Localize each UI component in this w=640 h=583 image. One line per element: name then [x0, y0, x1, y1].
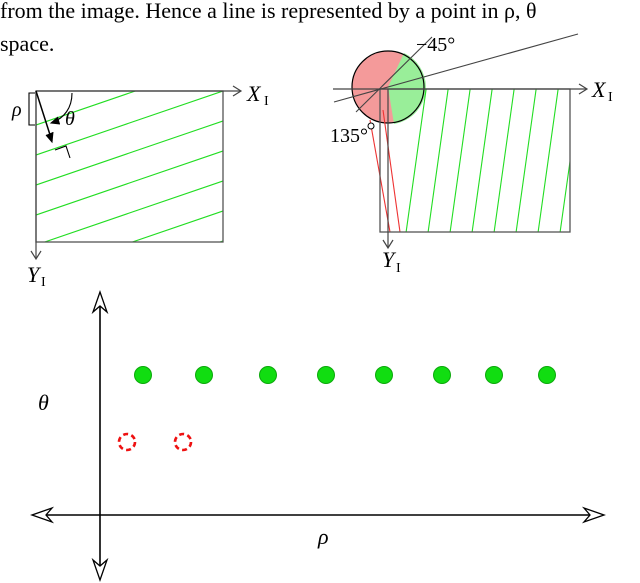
- green-line: [559, 157, 570, 232]
- x-axis-right-subscript: I: [608, 90, 613, 105]
- green-line: [36, 91, 138, 126]
- green-line: [581, 40, 609, 240]
- rho-axis-left-arrowhead: [30, 506, 55, 524]
- rho-axis-label: ρ: [317, 524, 329, 549]
- hough-point-green: [433, 366, 451, 384]
- x-axis-left-arrowhead: [232, 85, 243, 97]
- green-line: [625, 40, 640, 240]
- left-diagram: X I Y I ρ θ: [0, 81, 410, 429]
- theta-label: θ: [65, 108, 75, 130]
- angle-135-marker: [367, 122, 375, 130]
- theta-axis-bottom-arrowhead: [91, 557, 109, 582]
- y-axis-left-subscript: I: [41, 275, 46, 290]
- body-text-line-2: space.: [0, 31, 55, 56]
- left-green-lines: [0, 91, 410, 429]
- hough-point-green: [375, 366, 393, 384]
- rho-bracket: [28, 92, 35, 126]
- green-line: [493, 89, 515, 232]
- green-line: [537, 89, 559, 232]
- right-angle-marker: [54, 145, 71, 159]
- hough-point-red: [173, 432, 193, 452]
- green-line: [0, 237, 410, 429]
- body-text-line-1: from the image. Hence a line is represen…: [0, 0, 537, 23]
- theta-axis-top-arrowhead: [91, 290, 109, 315]
- angle-135-label: 135°: [330, 125, 368, 147]
- hough-space-plot: ρ θ: [30, 290, 606, 582]
- x-axis-right-arrowhead: [578, 83, 589, 95]
- hough-point-green: [134, 366, 152, 384]
- normal-vector-arrowhead: [45, 131, 54, 144]
- green-line: [36, 91, 223, 156]
- y-axis-right-arrowhead: [382, 239, 394, 250]
- angle-circle-green-lower: [388, 87, 426, 124]
- red-line-2: [382, 109, 401, 233]
- hough-points: [117, 366, 556, 452]
- green-line: [515, 89, 537, 232]
- y-axis-left-arrowhead: [30, 250, 42, 261]
- y-axis-right-subscript: I: [396, 261, 401, 276]
- hough-point-green: [259, 366, 277, 384]
- y-axis-left-label: Y: [27, 262, 42, 287]
- x-axis-left-label: X: [246, 81, 262, 106]
- green-line: [405, 89, 427, 232]
- x-axis-left-subscript: I: [264, 94, 269, 109]
- green-line: [36, 120, 223, 186]
- right-diagram: X I Y I −45° 135°: [330, 33, 640, 276]
- theta-axis-label: θ: [38, 390, 49, 415]
- boundary-line-upper: [333, 33, 579, 103]
- theta-arc-arrowhead: [49, 116, 61, 125]
- green-line: [36, 150, 223, 216]
- green-line: [43, 180, 223, 242]
- green-line: [603, 40, 631, 240]
- boundary-line-45: [355, 36, 433, 113]
- normal-vector: [35, 90, 53, 142]
- green-line: [449, 89, 471, 232]
- green-line: [471, 89, 493, 232]
- hough-point-green: [317, 366, 335, 384]
- green-line: [427, 89, 449, 232]
- rho-axis-right-arrowhead: [581, 506, 606, 524]
- hough-point-red: [117, 432, 137, 452]
- rho-label: ρ: [11, 99, 22, 121]
- right-green-lines: [405, 40, 640, 240]
- angle-neg45-label: −45°: [416, 34, 455, 56]
- y-axis-right-label: Y: [382, 247, 397, 272]
- hough-point-green: [195, 366, 213, 384]
- x-axis-right-label: X: [591, 77, 607, 102]
- hough-point-green: [538, 366, 556, 384]
- hough-point-green: [485, 366, 503, 384]
